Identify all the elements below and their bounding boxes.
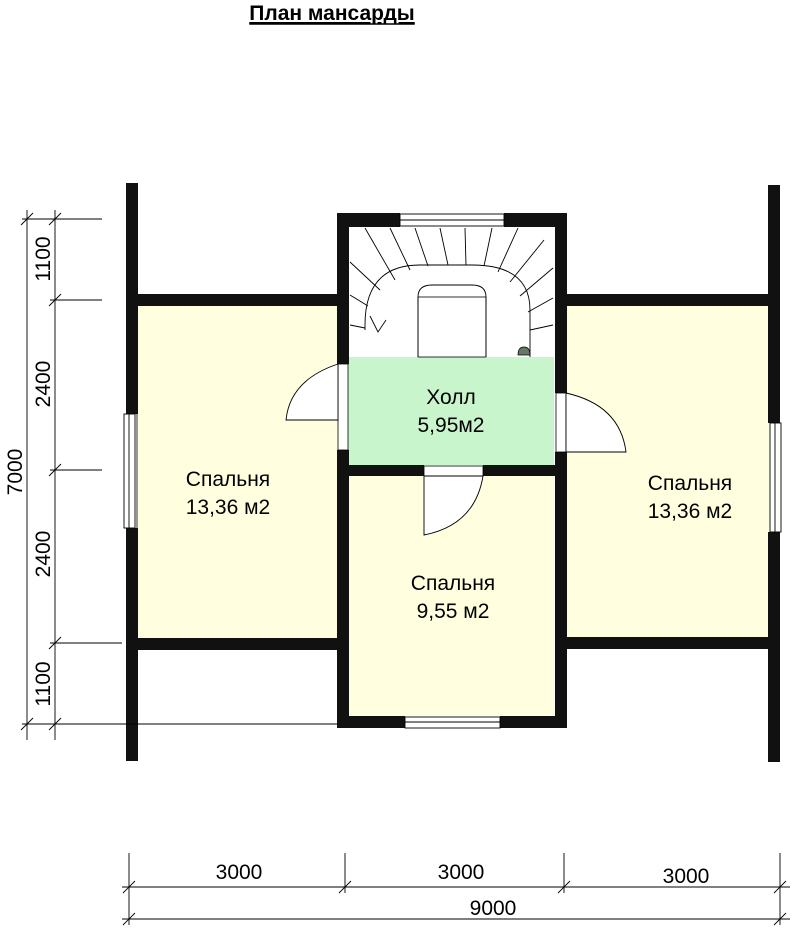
room-fill-bedroom-right bbox=[566, 303, 774, 638]
wall-hall-bottom-left bbox=[337, 465, 424, 476]
dim-h-3000-middle: 3000 bbox=[438, 861, 485, 884]
window-top bbox=[399, 213, 505, 227]
window-right bbox=[769, 422, 782, 533]
wall-stair-top-left bbox=[337, 213, 400, 227]
wall-bottom-right bbox=[555, 637, 780, 649]
wall-left-outer-lower bbox=[126, 300, 138, 414]
wall-stair-left bbox=[337, 213, 349, 360]
wall-hall-right-lower bbox=[555, 452, 567, 728]
wall-hall-left-lower bbox=[337, 450, 349, 727]
dim-v-2400-upper: 2400 bbox=[32, 361, 55, 408]
room-name-bedroom-right: Спальня bbox=[648, 472, 732, 495]
dim-v-1100-top: 1100 bbox=[32, 236, 55, 281]
wall-top-right bbox=[555, 294, 780, 306]
window-bottom bbox=[404, 716, 501, 729]
wall-bottom-room-left bbox=[337, 716, 405, 728]
room-area-bedroom-left: 13,36 м2 bbox=[186, 496, 271, 519]
plan-title: План мансарды bbox=[249, 2, 414, 25]
dim-v-2400-lower: 2400 bbox=[32, 531, 55, 578]
wall-stair-right bbox=[555, 213, 567, 358]
vertical-dimension-chain: 1100 2400 2400 1100 7000 bbox=[4, 210, 337, 740]
room-name-bedroom-left: Спальня bbox=[186, 468, 270, 491]
room-name-bedroom-bottom: Спальня bbox=[411, 572, 495, 595]
door-right-bedroom bbox=[555, 392, 627, 453]
room-fill-hall bbox=[347, 357, 554, 465]
dim-h-total: 9000 bbox=[470, 897, 517, 920]
door-bottom-bedroom bbox=[423, 465, 484, 536]
wall-hall-left-post bbox=[337, 356, 349, 364]
window-left bbox=[123, 413, 136, 529]
staircase bbox=[349, 227, 554, 358]
horizontal-dimension-chain: 3000 3000 3000 9000 bbox=[122, 853, 790, 926]
wall-top-left bbox=[126, 294, 349, 306]
dim-v-total: 7000 bbox=[4, 449, 27, 496]
wall-stair-top-right bbox=[504, 213, 567, 227]
wall-bottom-room-right bbox=[500, 716, 567, 728]
room-area-hall: 5,95м2 bbox=[418, 414, 485, 437]
wall-bottom-left bbox=[126, 638, 349, 650]
door-left-bedroom bbox=[285, 363, 349, 451]
room-area-bedroom-right: 13,36 м2 bbox=[648, 500, 733, 523]
wall-left-outer bbox=[126, 183, 138, 301]
room-name-hall: Холл bbox=[426, 386, 476, 409]
dim-h-3000-left: 3000 bbox=[216, 861, 263, 884]
wall-hall-bottom-right bbox=[483, 465, 567, 476]
dim-h-3000-right: 3000 bbox=[663, 865, 710, 888]
dim-v-1100-bottom: 1100 bbox=[32, 661, 55, 706]
room-area-bedroom-bottom: 9,55 м2 bbox=[417, 600, 490, 623]
wall-hall-right-post bbox=[555, 356, 567, 393]
